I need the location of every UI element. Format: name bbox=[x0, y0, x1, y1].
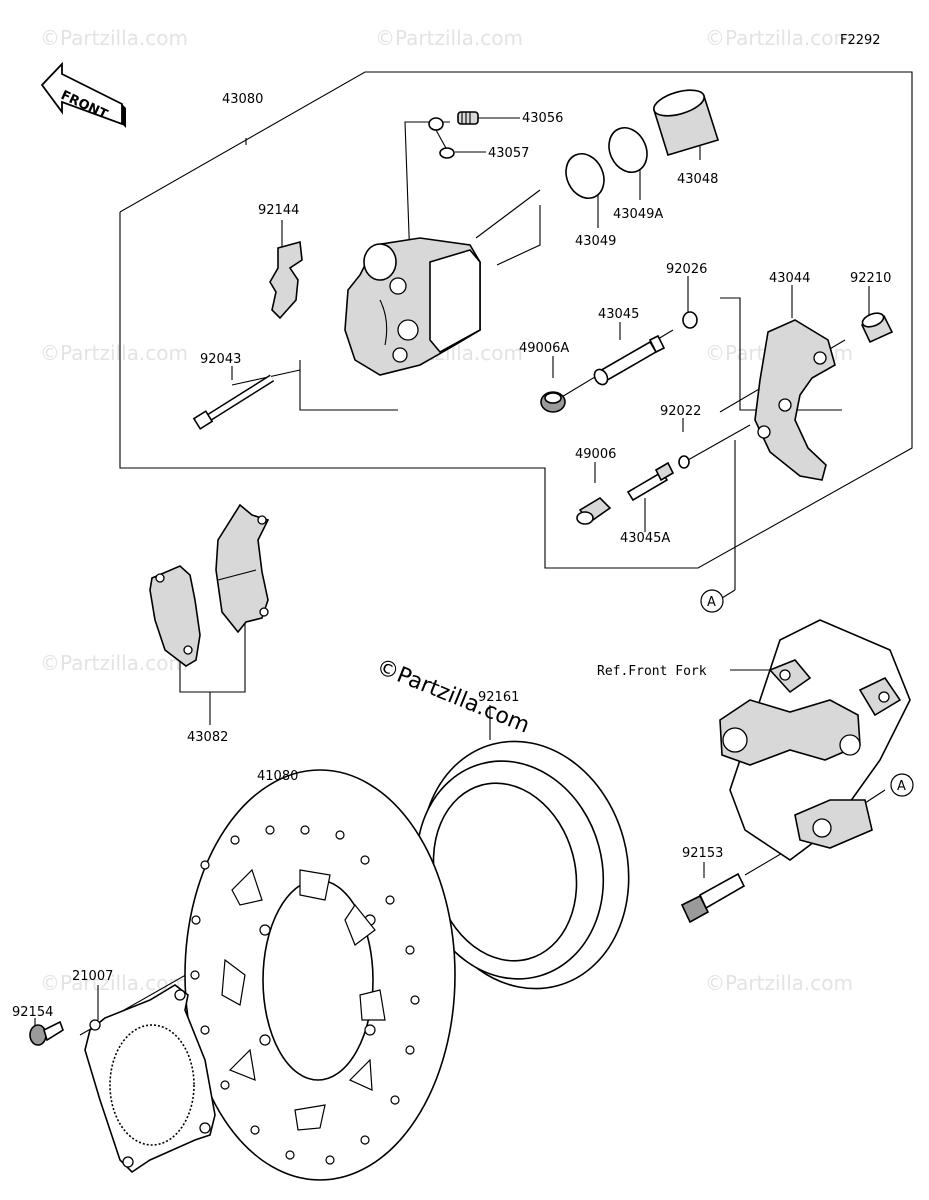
watermark: ©Partzilla.com bbox=[705, 26, 853, 50]
label-43045[interactable]: 43045 bbox=[598, 307, 639, 322]
watermark: ©Partzilla.com bbox=[705, 971, 853, 995]
pad-pin bbox=[192, 374, 275, 430]
part-labels: 43080 43056 43057 43048 43049A 43049 921… bbox=[12, 92, 891, 1020]
label-43048[interactable]: 43048 bbox=[677, 172, 718, 187]
label-43045A[interactable]: 43045A bbox=[620, 531, 670, 546]
label-41080[interactable]: 41080 bbox=[257, 769, 298, 784]
piston bbox=[652, 89, 720, 156]
bleed-cap bbox=[428, 117, 455, 159]
label-43057[interactable]: 43057 bbox=[488, 146, 529, 161]
watermark: ©Partzilla.com bbox=[40, 971, 188, 995]
watermark: ©Partzilla.com bbox=[375, 26, 523, 50]
watermark: ©Partzilla.com bbox=[40, 341, 188, 365]
label-92144[interactable]: 92144 bbox=[258, 203, 299, 218]
watermark: ©Partzilla.com bbox=[40, 26, 188, 50]
front-arrow-icon: FRONT bbox=[40, 61, 126, 128]
label-92043[interactable]: 92043 bbox=[200, 352, 241, 367]
label-43044[interactable]: 43044 bbox=[769, 271, 810, 286]
dust-seal bbox=[608, 127, 648, 173]
label-92026[interactable]: 92026 bbox=[666, 262, 707, 277]
callout-a-1: A bbox=[700, 589, 724, 613]
label-43082[interactable]: 43082 bbox=[187, 730, 228, 745]
label-92210[interactable]: 92210 bbox=[850, 271, 891, 286]
label-ref-front-fork: Ref.Front Fork bbox=[597, 664, 707, 679]
label-92161[interactable]: 92161 bbox=[478, 690, 519, 705]
watermark: ©Partzilla.com bbox=[40, 651, 188, 675]
slide-pin bbox=[593, 334, 666, 386]
piston-seal bbox=[565, 153, 605, 199]
label-43056[interactable]: 43056 bbox=[522, 111, 563, 126]
o-ring bbox=[682, 311, 698, 329]
brake-disc bbox=[184, 769, 456, 1181]
figure-code: F2292 bbox=[840, 33, 881, 48]
slide-pin-a bbox=[626, 461, 675, 502]
svg-text:A: A bbox=[707, 595, 716, 610]
boot-a bbox=[576, 496, 612, 525]
svg-text:A: A bbox=[897, 779, 906, 794]
label-21007[interactable]: 21007 bbox=[72, 969, 113, 984]
label-49006A[interactable]: 49006A bbox=[519, 341, 569, 356]
label-43080[interactable]: 43080 bbox=[222, 92, 263, 107]
caliper-assembly-outline bbox=[119, 71, 913, 569]
label-92154[interactable]: 92154 bbox=[12, 1005, 53, 1020]
front-fork bbox=[719, 619, 911, 861]
brake-pads bbox=[149, 503, 270, 667]
caliper-body bbox=[344, 237, 481, 376]
collar bbox=[860, 312, 894, 344]
circlip bbox=[678, 455, 690, 469]
pad-spring bbox=[269, 240, 303, 320]
label-43049[interactable]: 43049 bbox=[575, 234, 616, 249]
label-43049A[interactable]: 43049A bbox=[613, 207, 663, 222]
caliper-bracket bbox=[754, 319, 836, 481]
callout-a-2: A bbox=[890, 773, 914, 797]
bleed-screw bbox=[457, 111, 479, 125]
disc-bolt bbox=[29, 1020, 64, 1046]
label-92022[interactable]: 92022 bbox=[660, 404, 701, 419]
bracket-bolt bbox=[680, 872, 746, 924]
label-49006[interactable]: 49006 bbox=[575, 447, 616, 462]
label-92153[interactable]: 92153 bbox=[682, 846, 723, 861]
boot bbox=[540, 391, 566, 413]
sensor-rotor bbox=[84, 984, 216, 1174]
